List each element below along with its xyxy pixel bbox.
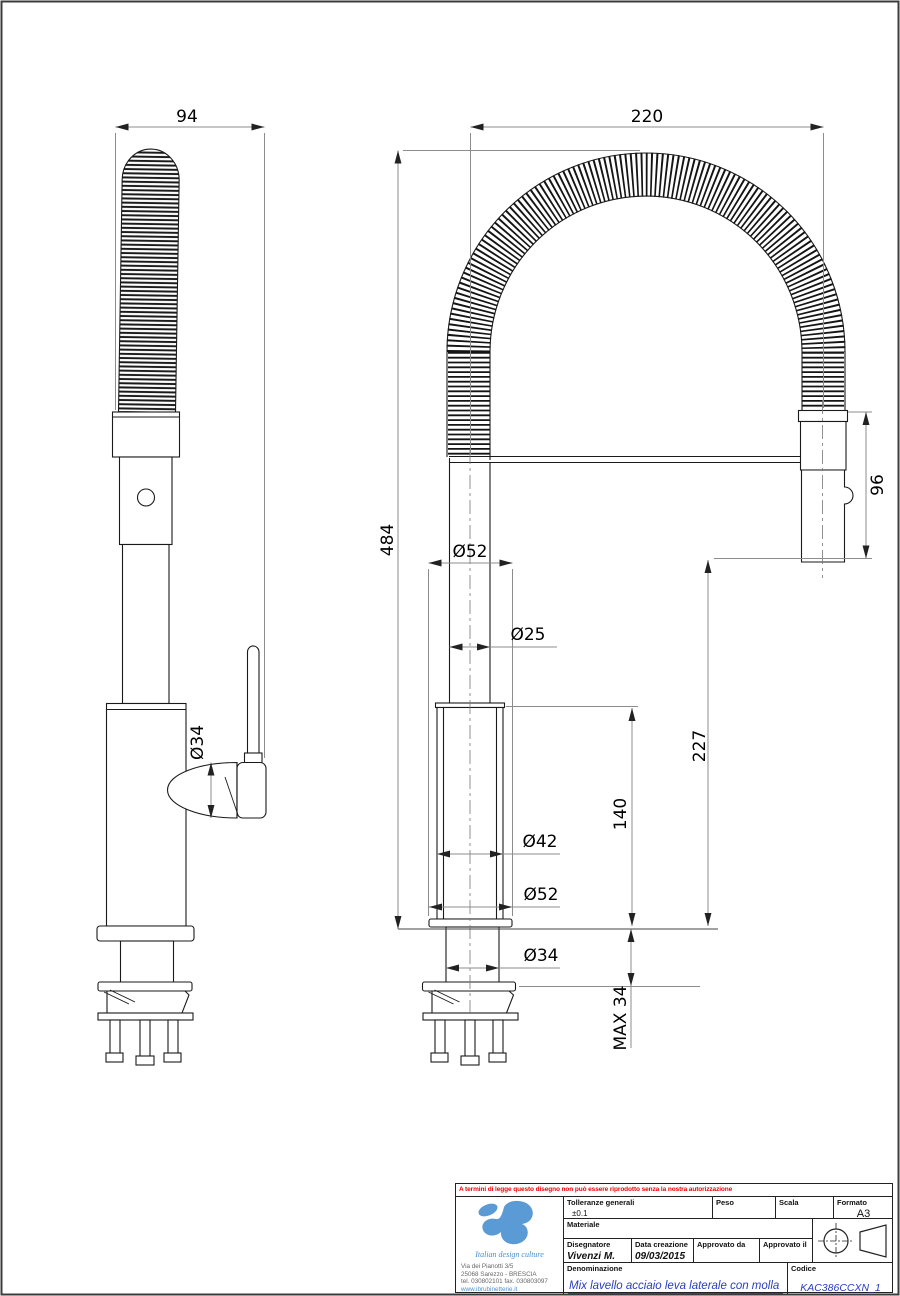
approvato-il-cell: Approvato il	[760, 1239, 813, 1263]
materiale-cell: Materiale	[564, 1219, 813, 1239]
logo-tagline: Italian design culture	[475, 1250, 544, 1259]
mounting-studs-side	[105, 1019, 182, 1066]
legal-notice: A termini di legge questo disegno non pu…	[455, 1183, 893, 1197]
lever-collar	[243, 752, 263, 764]
dim-spout-tube-dia: Ø25	[510, 625, 545, 645]
denominazione-label: Denominazione	[567, 1264, 623, 1273]
dim-reach: 220	[631, 107, 663, 127]
base-shank-front	[445, 926, 500, 985]
dim-flange-dia: Ø52	[523, 885, 558, 905]
spout-collar	[111, 411, 181, 458]
dim-left-width: 94	[176, 107, 198, 127]
dim-body-height: 140	[611, 798, 631, 830]
codice-label: Codice	[791, 1264, 817, 1273]
dim-left-handle-dia: Ø34	[188, 725, 208, 760]
company-website: www.ibrubinetterie.it	[461, 1285, 518, 1293]
dim-base-flange-dia-upper: Ø52	[452, 542, 487, 562]
dim-outlet-height: 227	[690, 730, 710, 762]
faucet-body-side	[105, 702, 187, 927]
dimension-labels: 94 Ø34 220 484 96 Ø52 Ø25 227 140 Ø42 Ø5…	[176, 107, 888, 1050]
formato-label: Formato	[837, 1198, 867, 1207]
handle-mount	[236, 761, 267, 819]
peso-cell: Peso	[713, 1197, 776, 1219]
title-block: A termini di legge questo disegno non pu…	[455, 1183, 894, 1294]
dim-shank-dia: Ø34	[523, 946, 558, 966]
base-plate-front	[422, 1012, 519, 1021]
projection-symbol-cell	[813, 1219, 893, 1263]
dim-head-height: 96	[868, 474, 888, 496]
spray-head	[797, 409, 854, 563]
formato-value: A3	[856, 1208, 871, 1219]
ib-logo	[478, 1200, 533, 1245]
spout-neck	[118, 456, 173, 546]
data-creazione-cell: Data creazione 09/03/2015	[632, 1239, 694, 1263]
data-creazione-value: 09/03/2015	[635, 1251, 686, 1262]
disegnatore-label: Disegnatore	[567, 1240, 611, 1249]
formato-cell: Formato A3	[834, 1197, 893, 1219]
scala-cell: Scala	[776, 1197, 834, 1219]
dimension-lines	[115, 123, 872, 1048]
neck-hole	[136, 488, 156, 507]
denominazione-cell: Denominazione Mix lavello acciaio leva l…	[564, 1263, 788, 1294]
disegnatore-cell: Disegnatore Vivenzi M.	[564, 1239, 632, 1263]
approvato-da-cell: Approvato da	[694, 1239, 760, 1263]
peso-label: Peso	[716, 1198, 734, 1207]
dim-total-height: 484	[378, 524, 398, 556]
tolleranze-label: Tolleranze generali	[567, 1198, 635, 1207]
riser-tube-side	[121, 543, 170, 705]
first-angle-projection-icon	[818, 1223, 887, 1259]
approvato-da-label: Approvato da	[697, 1240, 746, 1249]
tolleranze-value: ±0.1	[572, 1209, 588, 1218]
title-block-table: Italian design culture Via dei Pianotti …	[455, 1196, 893, 1294]
spout-support-bar	[449, 455, 803, 464]
centerlines	[469, 400, 823, 1018]
tolleranze-cell: Tolleranze generali ±0.1	[564, 1197, 713, 1219]
dim-body-dia: Ø42	[522, 832, 557, 852]
address-line: tel. 030802101 fax. 030803097	[461, 1278, 548, 1286]
left-view-faucet-side	[96, 148, 267, 1066]
mounting-cone-front	[431, 990, 515, 1014]
base-shank-side	[119, 940, 175, 985]
base-flange-front	[428, 918, 513, 928]
data-creazione-label: Data creazione	[635, 1240, 688, 1249]
approvato-il-label: Approvato il	[763, 1240, 807, 1249]
base-plate-side	[97, 1012, 194, 1021]
address-line: 25068 Sarezzo - BRESCIA	[461, 1270, 537, 1278]
denominazione-value: Mix lavello acciaio leva laterale con mo…	[568, 1280, 784, 1294]
logo-cell: Italian design culture Via dei Pianotti …	[456, 1197, 564, 1294]
lever-handle	[246, 645, 260, 757]
base-flange-side	[96, 925, 195, 942]
mounting-studs-front	[430, 1019, 507, 1066]
scala-label: Scala	[779, 1198, 799, 1207]
company-address: Via dei Pianotti 3/5 25068 Sarezzo - BRE…	[456, 1263, 563, 1293]
spring-hose-side	[117, 148, 180, 414]
address-line: Via dei Pianotti 3/5	[461, 1263, 514, 1270]
dim-max-counter-thickness: MAX 34	[611, 986, 631, 1051]
spring-arch	[446, 152, 846, 460]
riser-tube-front	[448, 458, 491, 704]
mounting-cone-side	[106, 990, 190, 1014]
disegnatore-value: Vivenzi M.	[567, 1251, 615, 1262]
right-view-faucet-front	[421, 152, 854, 1066]
codice-cell: Codice KAC386CCXN_1	[788, 1263, 893, 1294]
materiale-label: Materiale	[567, 1220, 600, 1229]
codice-value: KAC386CCXN_1	[794, 1282, 887, 1294]
